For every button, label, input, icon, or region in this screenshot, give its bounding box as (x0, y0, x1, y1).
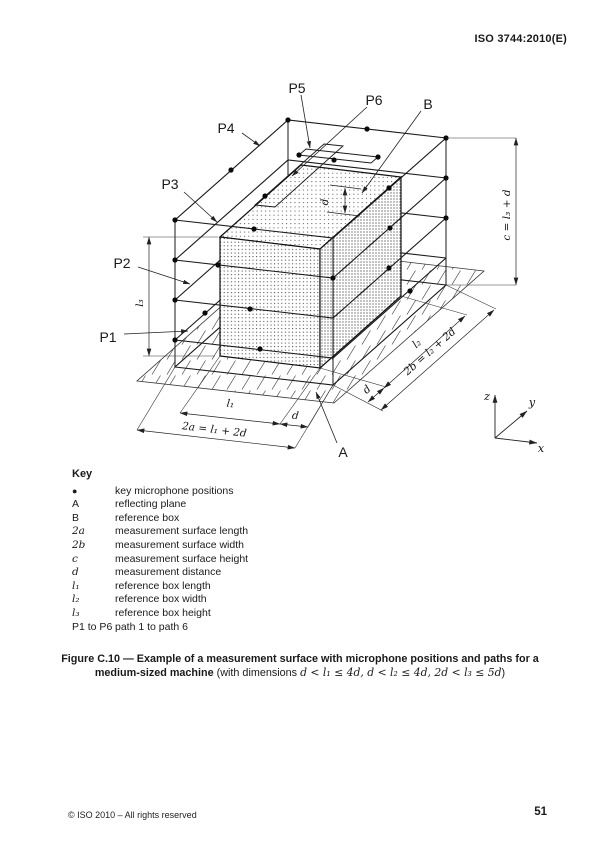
figure-caption: Figure C.10 — Example of a measurement s… (0, 652, 600, 680)
dim-c-label: c = l₃ + d (501, 189, 513, 240)
key-row-c: c measurement surface height (72, 552, 249, 565)
dim-2a-label: 2a = l₁ + 2d (180, 420, 247, 440)
key-row-paths: P1 to P6 path 1 to path 6 (72, 620, 188, 633)
figure-c10-diagram: l₁ d 2a = l₁ + 2d l₂ 2b = l₂ + 2d d l₃ c… (99, 80, 545, 460)
axis-z-label: z (483, 390, 490, 403)
dim-d-front-label: d (291, 410, 299, 423)
caption-line2: medium-sized machine (with dimensions d … (94, 666, 506, 679)
key-row-l2: l₂ reference box width (72, 593, 207, 606)
label-reference-box-b: B (423, 96, 432, 112)
path-label-p1: P1 (99, 329, 116, 345)
microphone-dot-icon: ● (72, 485, 78, 496)
label-reflecting-plane-a: A (338, 444, 348, 460)
axis-x-label: x (538, 442, 545, 455)
page-number: 51 (534, 806, 547, 818)
dim-d-top-label: d (319, 198, 331, 205)
dim-d-side-label: d (361, 383, 374, 397)
key-row-microphone: ● key microphone positions (72, 484, 234, 497)
path-label-p4: P4 (217, 120, 234, 136)
coordinate-axes: z y x (483, 390, 545, 455)
axis-y-label: y (528, 396, 536, 409)
copyright-notice: © ISO 2010 – All rights reserved (68, 810, 197, 820)
key-row-b: B reference box (72, 511, 180, 524)
path-label-p6: P6 (365, 92, 382, 108)
document-reference: ISO 3744:2010(E) (474, 33, 567, 45)
key-row-2b: 2b measurement surface width (72, 538, 244, 551)
path-label-p3: P3 (161, 176, 178, 192)
key-row-l3: l₃ reference box height (72, 606, 211, 619)
key-row-d: d measurement distance (72, 566, 222, 579)
microphone-positions (172, 117, 449, 352)
caption-line1: Figure C.10 — Example of a measurement s… (61, 653, 539, 665)
dim-l2-label: l₂ (410, 337, 424, 351)
dim-l3-label: l₃ (134, 299, 146, 307)
figure-key: Key ● key microphone positions A reflect… (72, 468, 248, 634)
key-row-2a: 2a measurement surface length (72, 525, 249, 538)
path-label-p2: P2 (113, 255, 130, 271)
reference-box (218, 164, 403, 370)
dim-l1-label: l₁ (226, 398, 235, 411)
key-title: Key (72, 468, 93, 480)
path-label-p5: P5 (288, 80, 305, 96)
figure-labels: P1 P2 P3 P4 P5 P6 B A (99, 80, 432, 460)
key-row-l1: l₁ reference box length (72, 579, 211, 592)
path-p6-loop (253, 143, 345, 208)
key-row-a: A reflecting plane (72, 498, 187, 511)
